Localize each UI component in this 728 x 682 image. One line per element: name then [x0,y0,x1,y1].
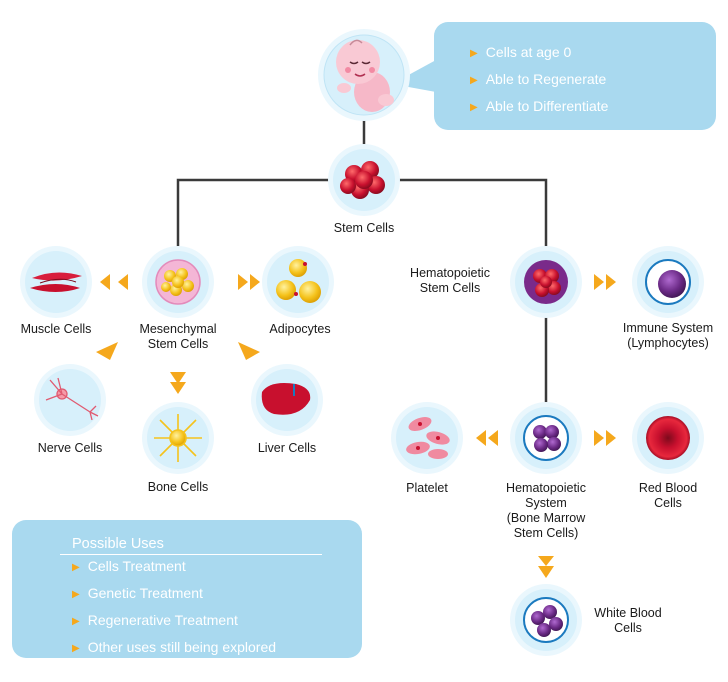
label-stem-cells: Stem Cells [333,221,395,235]
nerve-cell-icon [45,377,99,421]
baby-traits-panel: ▶Cells at age 0 ▶Able to Regenerate ▶Abl… [434,22,716,130]
baby-trait-item: ▶Able to Differentiate [470,94,608,121]
arrow-to-adipocytes [238,274,260,290]
bullet-icon: ▶ [72,643,80,654]
circle-muscle [20,246,92,318]
arrow-to-platelet [476,430,498,446]
mesenchymal-cell-icon [155,259,201,305]
white-blood-cell-icon [523,597,569,643]
bullet-icon: ▶ [470,102,478,113]
use-item: ▶Regenerative Treatment [72,608,276,635]
use-item: ▶Genetic Treatment [72,581,276,608]
bullet-icon: ▶ [72,562,80,573]
bullet-icon: ▶ [72,589,80,600]
use-item: ▶Other uses still being explored [72,635,276,662]
arrow-to-white-blood [538,556,554,578]
circle-adipocytes [262,246,334,318]
arrow-to-bone [170,372,186,394]
label-bone-cells: Bone Cells [147,480,209,494]
arrows [96,274,616,578]
baby-trait-item: ▶Able to Regenerate [470,67,608,94]
muscle-cell-icon [30,272,82,292]
platelet-icon [406,417,450,459]
arrow-to-liver [238,342,260,360]
liver-icon [261,383,311,415]
adipocyte-icon [276,259,321,303]
red-blood-cell-icon [646,416,690,460]
bullet-icon: ▶ [470,75,478,86]
circle-nerve [34,364,106,436]
label-adipocytes: Adipocytes [269,322,331,336]
label-nerve-cells: Nerve Cells [37,441,103,455]
arrow-to-red-blood [594,430,616,446]
arrow-to-muscle [100,274,128,290]
bone-cell-icon [154,414,202,462]
use-item: ▶Cells Treatment [72,554,276,581]
hematopoietic-cell-icon [524,260,568,304]
lymphocyte-icon [645,259,691,305]
baby-trait-item: ▶Cells at age 0 [470,40,608,67]
circle-platelet [391,402,463,474]
label-immune-system: Immune System(Lymphocytes) [622,321,714,350]
baby-icon [336,39,394,112]
connector-lines [176,120,548,406]
stem-cell-cluster-icon [340,161,385,199]
possible-uses-panel: Possible Uses ▶Cells Treatment ▶Genetic … [12,520,362,658]
bone-marrow-cell-icon [523,415,569,461]
bullet-icon: ▶ [470,48,478,59]
divider [60,554,322,555]
bullet-icon: ▶ [72,616,80,627]
arrow-to-nerve [96,342,118,360]
label-muscle-cells: Muscle Cells [20,322,92,336]
label-liver-cells: Liver Cells [257,441,317,455]
arrow-to-immune [594,274,616,290]
label-platelet: Platelet [406,481,448,495]
possible-uses-title: Possible Uses [72,536,164,552]
